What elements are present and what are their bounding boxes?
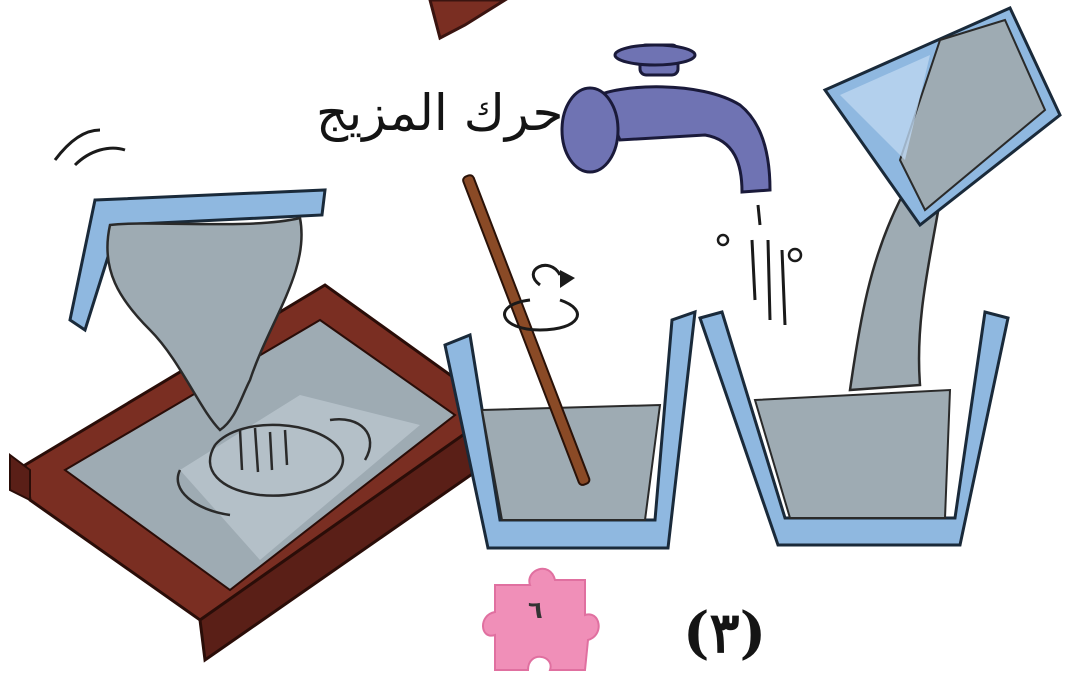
stir-mixture-caption: حرك المزيج xyxy=(316,84,563,142)
page-number: ٦ xyxy=(528,596,543,624)
top-wood-fragment xyxy=(430,0,505,38)
water-tap-icon xyxy=(562,45,801,325)
step-label: (٣) xyxy=(683,600,766,666)
stirring-glass xyxy=(445,174,695,548)
